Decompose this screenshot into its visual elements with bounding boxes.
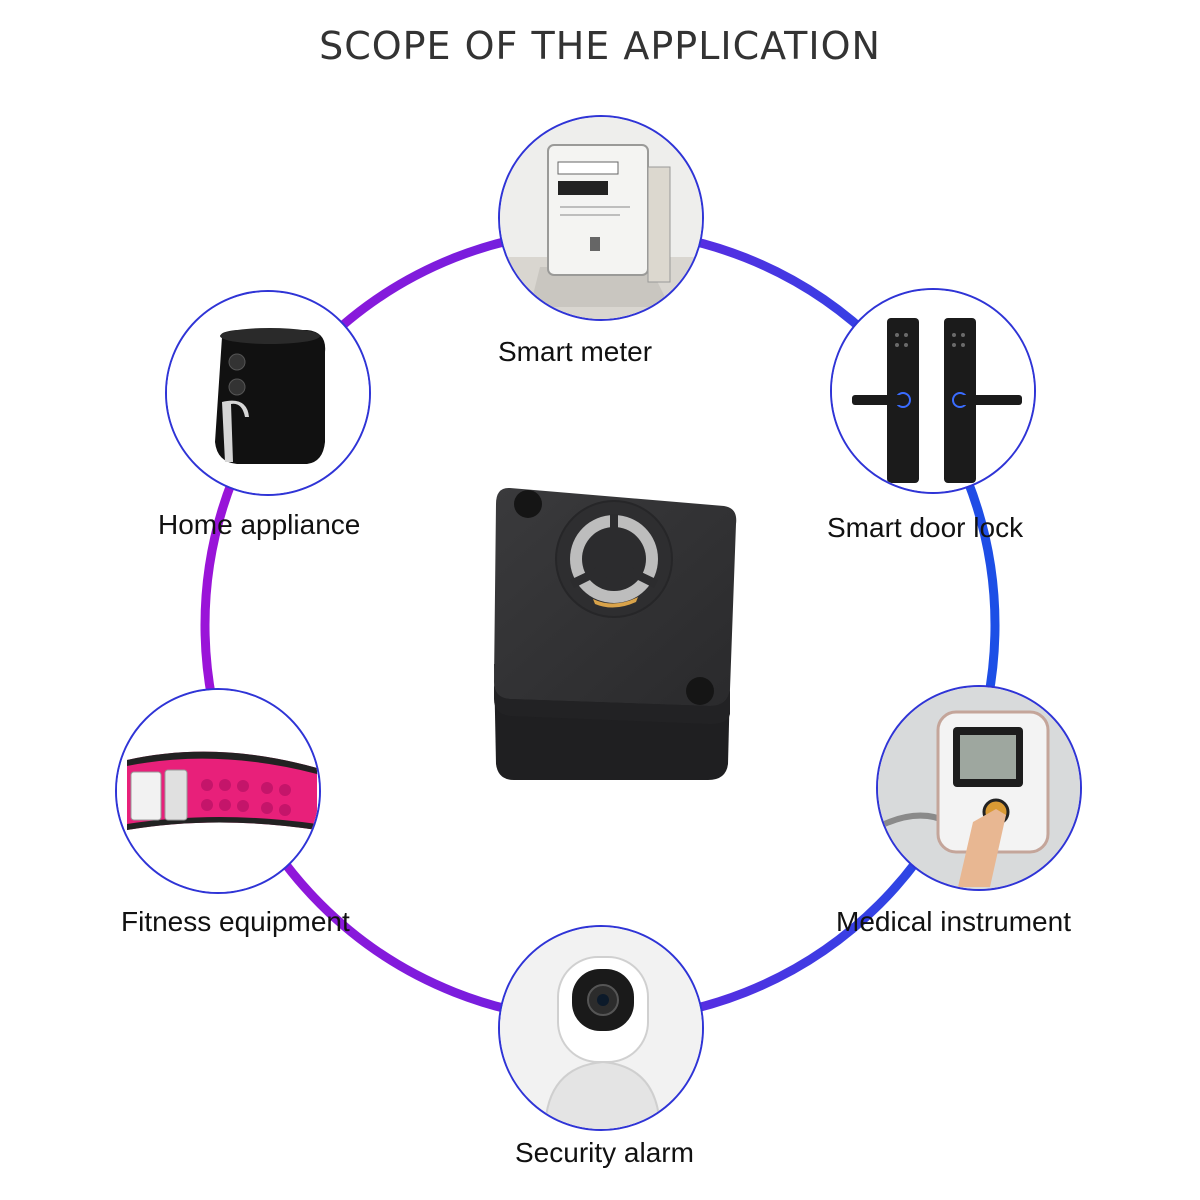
label-smart-door-lock: Smart door lock: [827, 512, 1024, 543]
smart-meter-icon: [500, 117, 702, 319]
blood-pressure-monitor-icon: [878, 687, 1080, 889]
air-fryer-icon: [167, 292, 369, 494]
smart-meter-circle: [498, 115, 704, 321]
medical-instrument-circle: [876, 685, 1082, 891]
security-camera-icon: [500, 927, 702, 1129]
door-lock-circle: [830, 288, 1036, 494]
fitness-belt-icon: [117, 690, 319, 892]
label-smart-meter: Smart meter: [498, 336, 653, 367]
door-lock-icon: [832, 290, 1034, 492]
label-home-appliance: Home appliance: [158, 509, 361, 540]
home-appliance-circle: [165, 290, 371, 496]
label-fitness-equipment: Fitness equipment: [121, 906, 350, 937]
label-security-alarm: Security alarm: [515, 1137, 694, 1168]
fitness-equipment-circle: [115, 688, 321, 894]
buzzer-module: [494, 487, 737, 780]
label-medical-instrument: Medical instrument: [836, 906, 1071, 937]
security-alarm-circle: [498, 925, 704, 1131]
page-title: SCOPE OF THE APPLICATION: [319, 24, 881, 68]
